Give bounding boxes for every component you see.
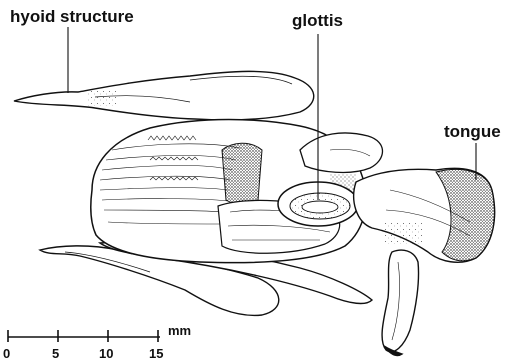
upper-hyoid-horn [14,71,314,120]
scale-label-15: 15 [149,346,163,361]
label-glottis: glottis [292,11,343,30]
scale-label-0: 0 [3,346,10,361]
label-hyoid-structure: hyoid structure [10,7,134,26]
label-tongue: tongue [444,122,501,141]
scale-label-5: 5 [52,346,59,361]
descending-process [382,250,418,355]
scale-unit-mm: mm [168,323,191,338]
scale-label-10: 10 [99,346,113,361]
scale-bar [8,330,160,342]
tongue-shape [354,168,495,262]
